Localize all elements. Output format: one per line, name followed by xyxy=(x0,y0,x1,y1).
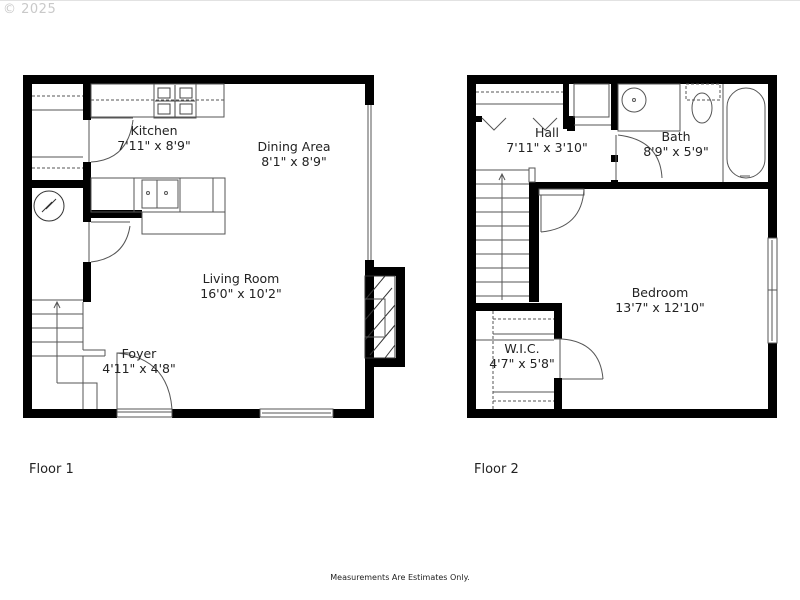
room-dimensions: 13'7" x 12'10" xyxy=(615,300,705,315)
room-dimensions: 4'11" x 4'8" xyxy=(102,361,176,376)
floor-2-walls xyxy=(467,75,777,418)
room-name: Hall xyxy=(534,125,559,140)
floor-2-label: Floor 2 xyxy=(474,462,519,477)
room-kitchen: Kitchen 7'11" x 8'9" xyxy=(117,123,190,153)
room-dimensions: 8'9" x 5'9" xyxy=(643,144,709,159)
top-border xyxy=(0,0,800,1)
room-hall: Hall 7'11" x 3'10" xyxy=(506,125,587,155)
floor-2-plan xyxy=(467,75,778,418)
room-name: Foyer xyxy=(121,346,157,361)
room-dimensions: 8'1" x 8'9" xyxy=(261,154,327,169)
floor-1-plan xyxy=(23,75,405,418)
room-bath: Bath 8'9" x 5'9" xyxy=(643,129,709,159)
room-name: Bedroom xyxy=(631,285,689,300)
room-name: Kitchen xyxy=(130,123,178,138)
floor-1-walls xyxy=(23,75,405,418)
room-living-room: Living Room 16'0" x 10'2" xyxy=(200,271,281,301)
floor-1-label: Floor 1 xyxy=(29,462,74,477)
room-name: Living Room xyxy=(202,271,280,286)
copyright-text: © 2025 xyxy=(3,2,57,17)
room-dimensions: 4'7" x 5'8" xyxy=(489,356,555,371)
measurements-disclaimer: Measurements Are Estimates Only. xyxy=(330,573,470,582)
room-dimensions: 16'0" x 10'2" xyxy=(200,286,282,301)
room-foyer: Foyer 4'11" x 4'8" xyxy=(102,346,175,376)
room-name: Dining Area xyxy=(257,139,331,154)
room-dimensions: 7'11" x 8'9" xyxy=(117,138,191,153)
room-dimensions: 7'11" x 3'10" xyxy=(506,140,588,155)
room-name: Bath xyxy=(661,129,691,144)
room-name: W.I.C. xyxy=(504,341,540,356)
room-dining-area: Dining Area 8'1" x 8'9" xyxy=(257,139,330,169)
room-wic: W.I.C. 4'7" x 5'8" xyxy=(489,341,555,371)
room-bedroom: Bedroom 13'7" x 12'10" xyxy=(615,285,704,315)
